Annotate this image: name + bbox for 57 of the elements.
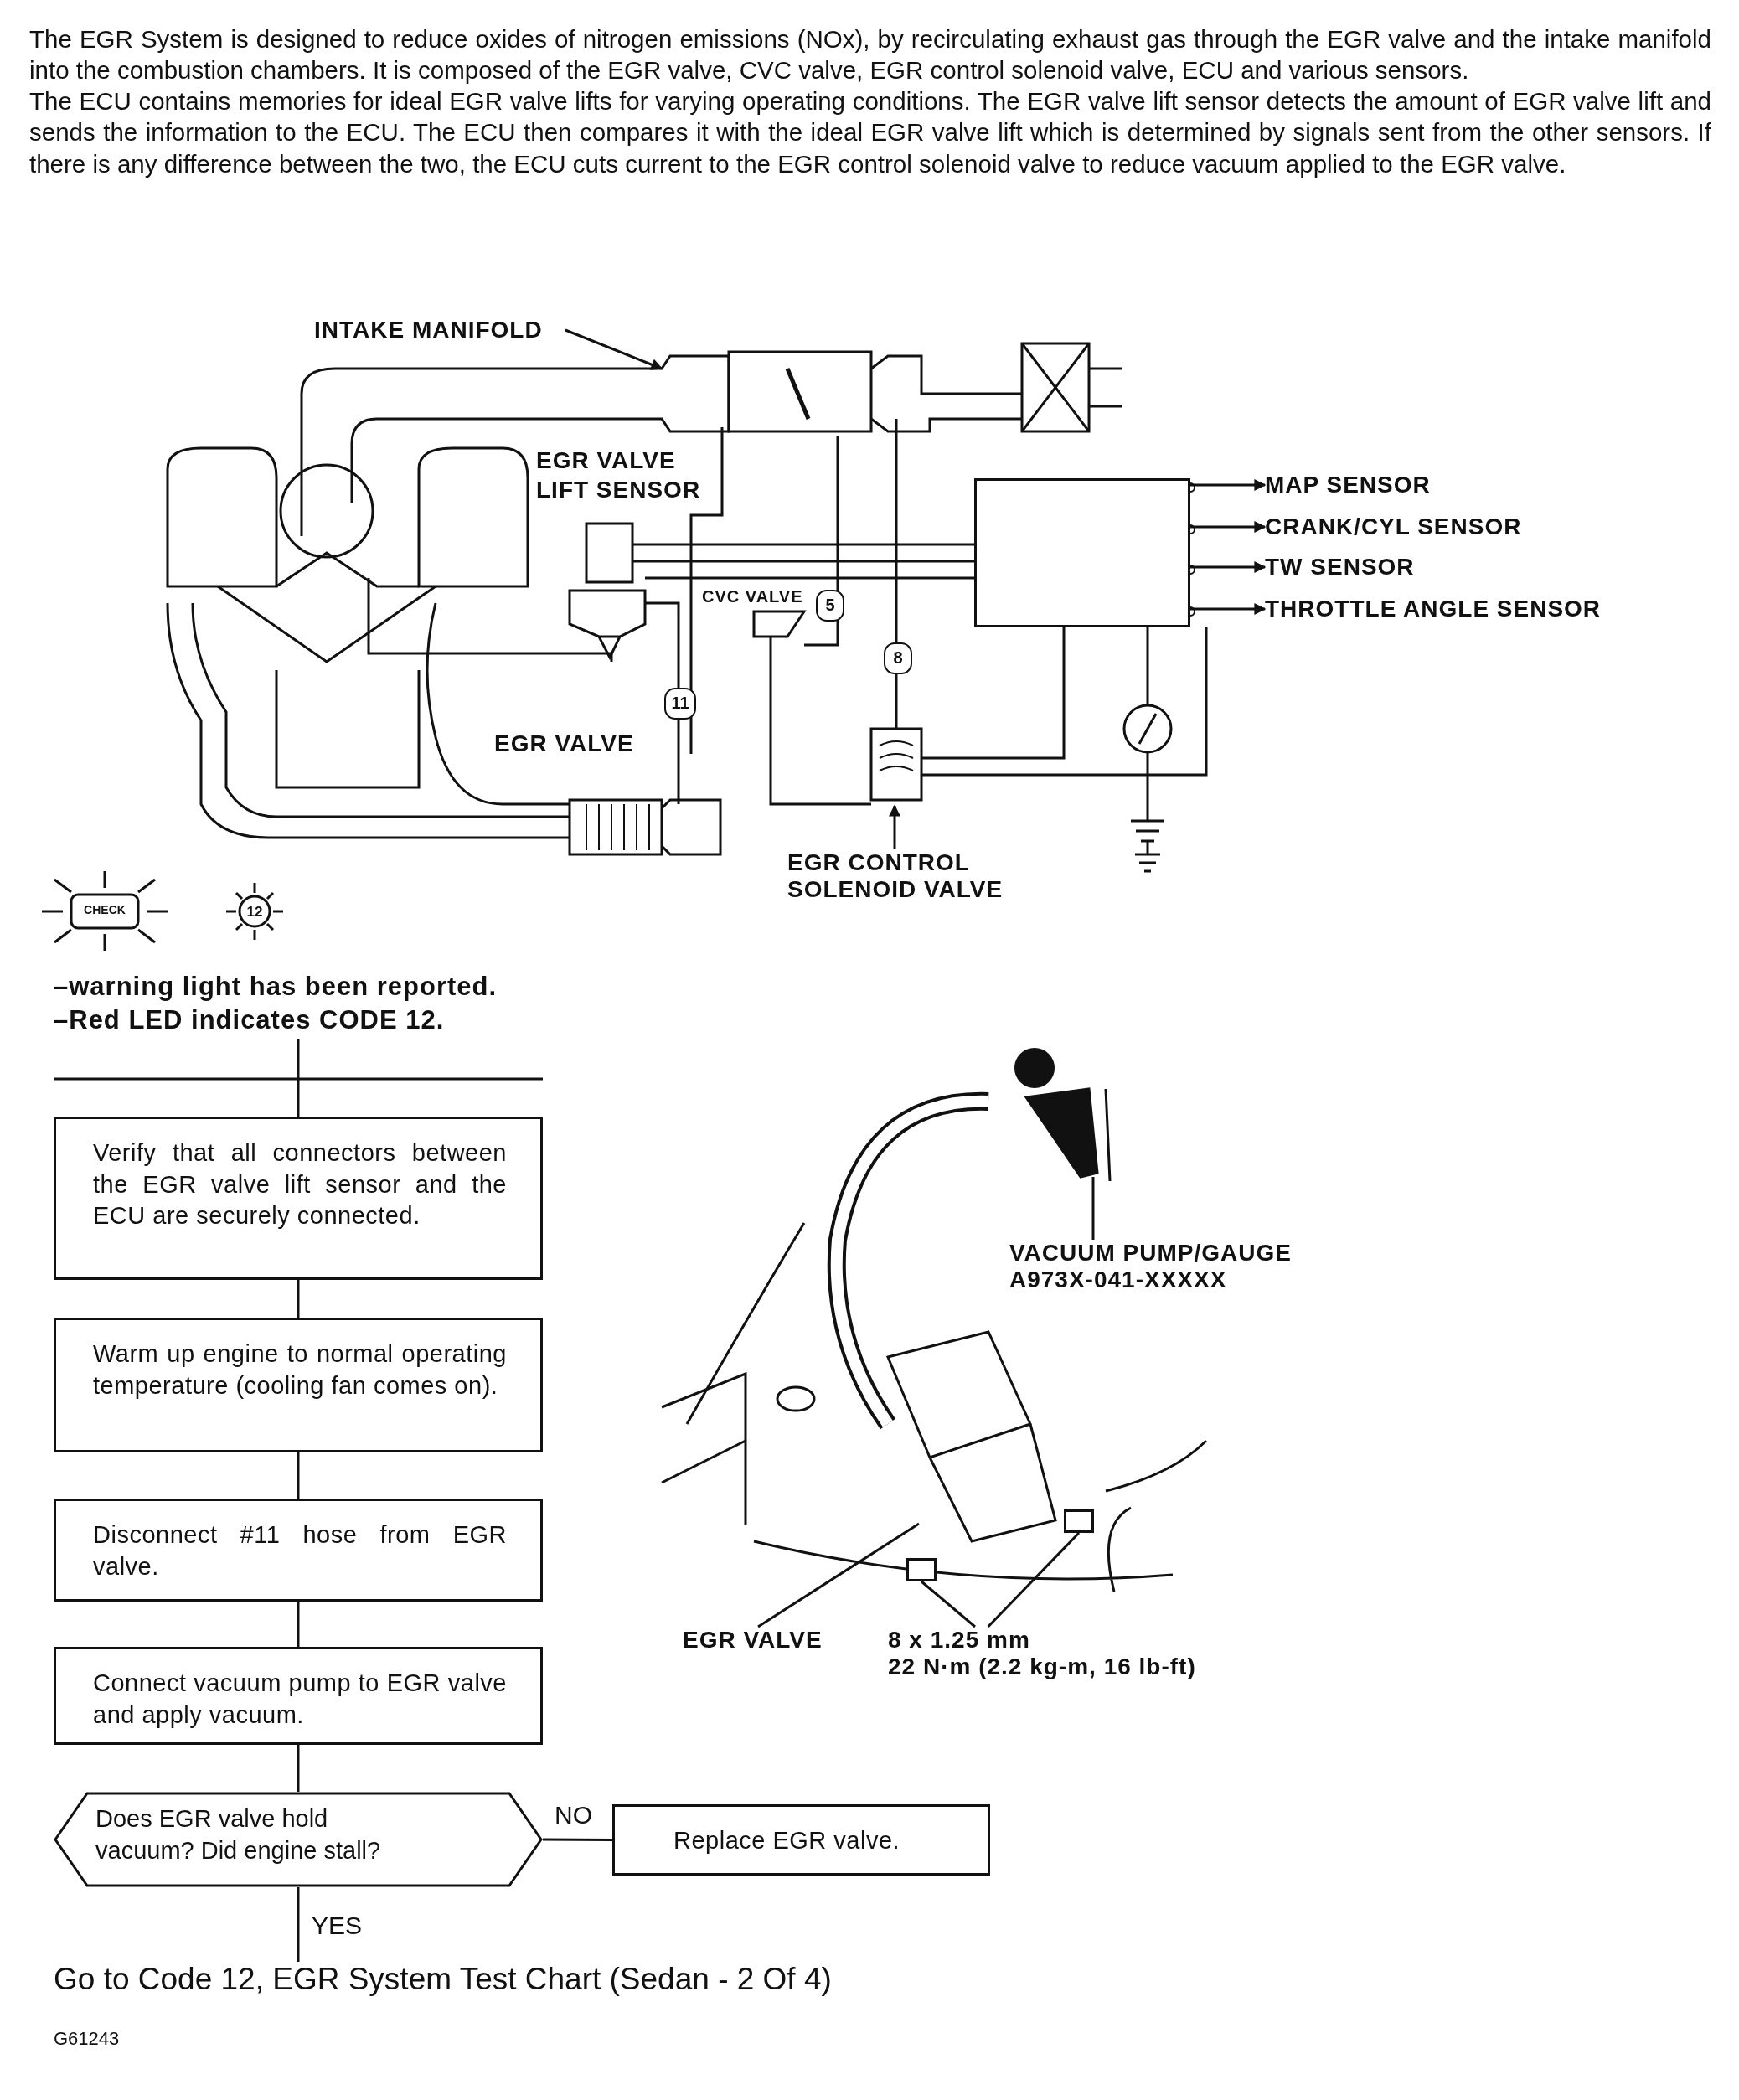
- arrow: [1190, 521, 1267, 533]
- specification-text: 8 x 1.25 mm: [888, 1627, 1031, 1654]
- leader-line: [889, 804, 900, 849]
- code-number: 12: [245, 903, 264, 921]
- connector-line: [297, 1887, 300, 1962]
- part-label: A973X-041-XXXXX: [1009, 1267, 1228, 1293]
- connector-line: [297, 1280, 300, 1318]
- paragraph: The ECU contains memories for ideal EGR valve lifts for varying operating conditions. The EGR valve lift sensor detects the amount of EGR valve lift and sends the information to the ECU. The ECU then compares it with the ideal EGR valve lift which is determined by signals sent from the other sensors. If there is any difference between the two, the ECU cuts current to the EGR control solenoid valve to reduce vacuum applied to the EGR valve.: [29, 86, 1711, 179]
- hose-number: 8: [892, 648, 904, 668]
- specification-text: 22 N·m (2.2 kg-m, 16 lb-ft): [888, 1654, 1197, 1680]
- arrow: [1190, 479, 1267, 491]
- process-box: [612, 1804, 990, 1876]
- part-label: INTAKE MANIFOLD: [314, 317, 565, 343]
- arrow: [1190, 603, 1267, 615]
- connector-line: [757, 1522, 920, 1628]
- note-text: –warning light has been reported.: [54, 972, 498, 1002]
- egr-valve-drawing: [884, 1328, 1060, 1545]
- ecu-box: [974, 478, 1190, 627]
- hose-number: 11: [670, 693, 690, 714]
- step-text: Disconnect #11 hose from EGR valve.: [93, 1520, 507, 1581]
- connector-line: [297, 1039, 300, 1117]
- bolt-box: [1064, 1509, 1094, 1533]
- decision-text: Does EGR valve hold vacuum? Did engine stall?: [95, 1804, 382, 1865]
- arrow: [1190, 561, 1267, 573]
- part-label: CVC VALVE: [702, 586, 804, 607]
- sensor-label: MAP SENSOR: [1265, 472, 1650, 498]
- instruction-text: Go to Code 12, EGR System Test Chart (Sedan - 2 Of 4): [54, 1962, 975, 1997]
- connector-line: [297, 1452, 300, 1499]
- process-box: [54, 1318, 543, 1452]
- sensor-label: TW SENSOR: [1265, 554, 1650, 580]
- paragraph: The EGR System is designed to reduce oxides of nitrogen emissions (NOx), by recirculating exhaust gas through the EGR valve and the intake manifold into the combustion chambers. It is composed of the EGR valve, CVC valve, EGR control solenoid valve, ECU and various sensors.: [29, 24, 1711, 86]
- part-label: VACUUM PUMP/GAUGE: [1009, 1240, 1293, 1267]
- connector-line: [921, 1580, 976, 1628]
- connector-line: [297, 1745, 300, 1792]
- note-text: –Red LED indicates CODE 12.: [54, 1005, 446, 1035]
- sensor-label: CRANK/CYL SENSOR: [1265, 513, 1650, 540]
- figure-code: G61243: [54, 2027, 121, 2051]
- part-label: EGR VALVE LIFT SENSOR: [536, 446, 702, 504]
- process-box: [54, 1117, 543, 1280]
- connector-line: [297, 1602, 300, 1647]
- leader-line: [1091, 1177, 1095, 1240]
- step-text: Replace EGR valve.: [673, 1826, 901, 1855]
- step-text: Warm up engine to normal operating temperature (cooling fan comes on).: [93, 1339, 507, 1401]
- process-box: [54, 1647, 543, 1745]
- part-label: EGR VALVE: [494, 730, 635, 758]
- part-label: EGR VALVE: [683, 1627, 850, 1654]
- bolt-box: [906, 1558, 937, 1581]
- part-label: EGR CONTROL SOLENOID VALVE: [787, 849, 1009, 903]
- sensor-label: THROTTLE ANGLE SENSOR: [1265, 596, 1650, 622]
- process-box: [54, 1499, 543, 1602]
- leader-line: [565, 328, 663, 370]
- hose-number: 5: [824, 595, 836, 616]
- step-text: Connect vacuum pump to EGR valve and apply vacuum.: [93, 1669, 507, 1730]
- connector-line: [987, 1531, 1081, 1628]
- lamp-text: CHECK: [83, 903, 126, 918]
- step-text: Verify that all connectors between the EGR valve lift sensor and the ECU are securely connected.: [93, 1138, 507, 1231]
- connector-line: [543, 1838, 612, 1841]
